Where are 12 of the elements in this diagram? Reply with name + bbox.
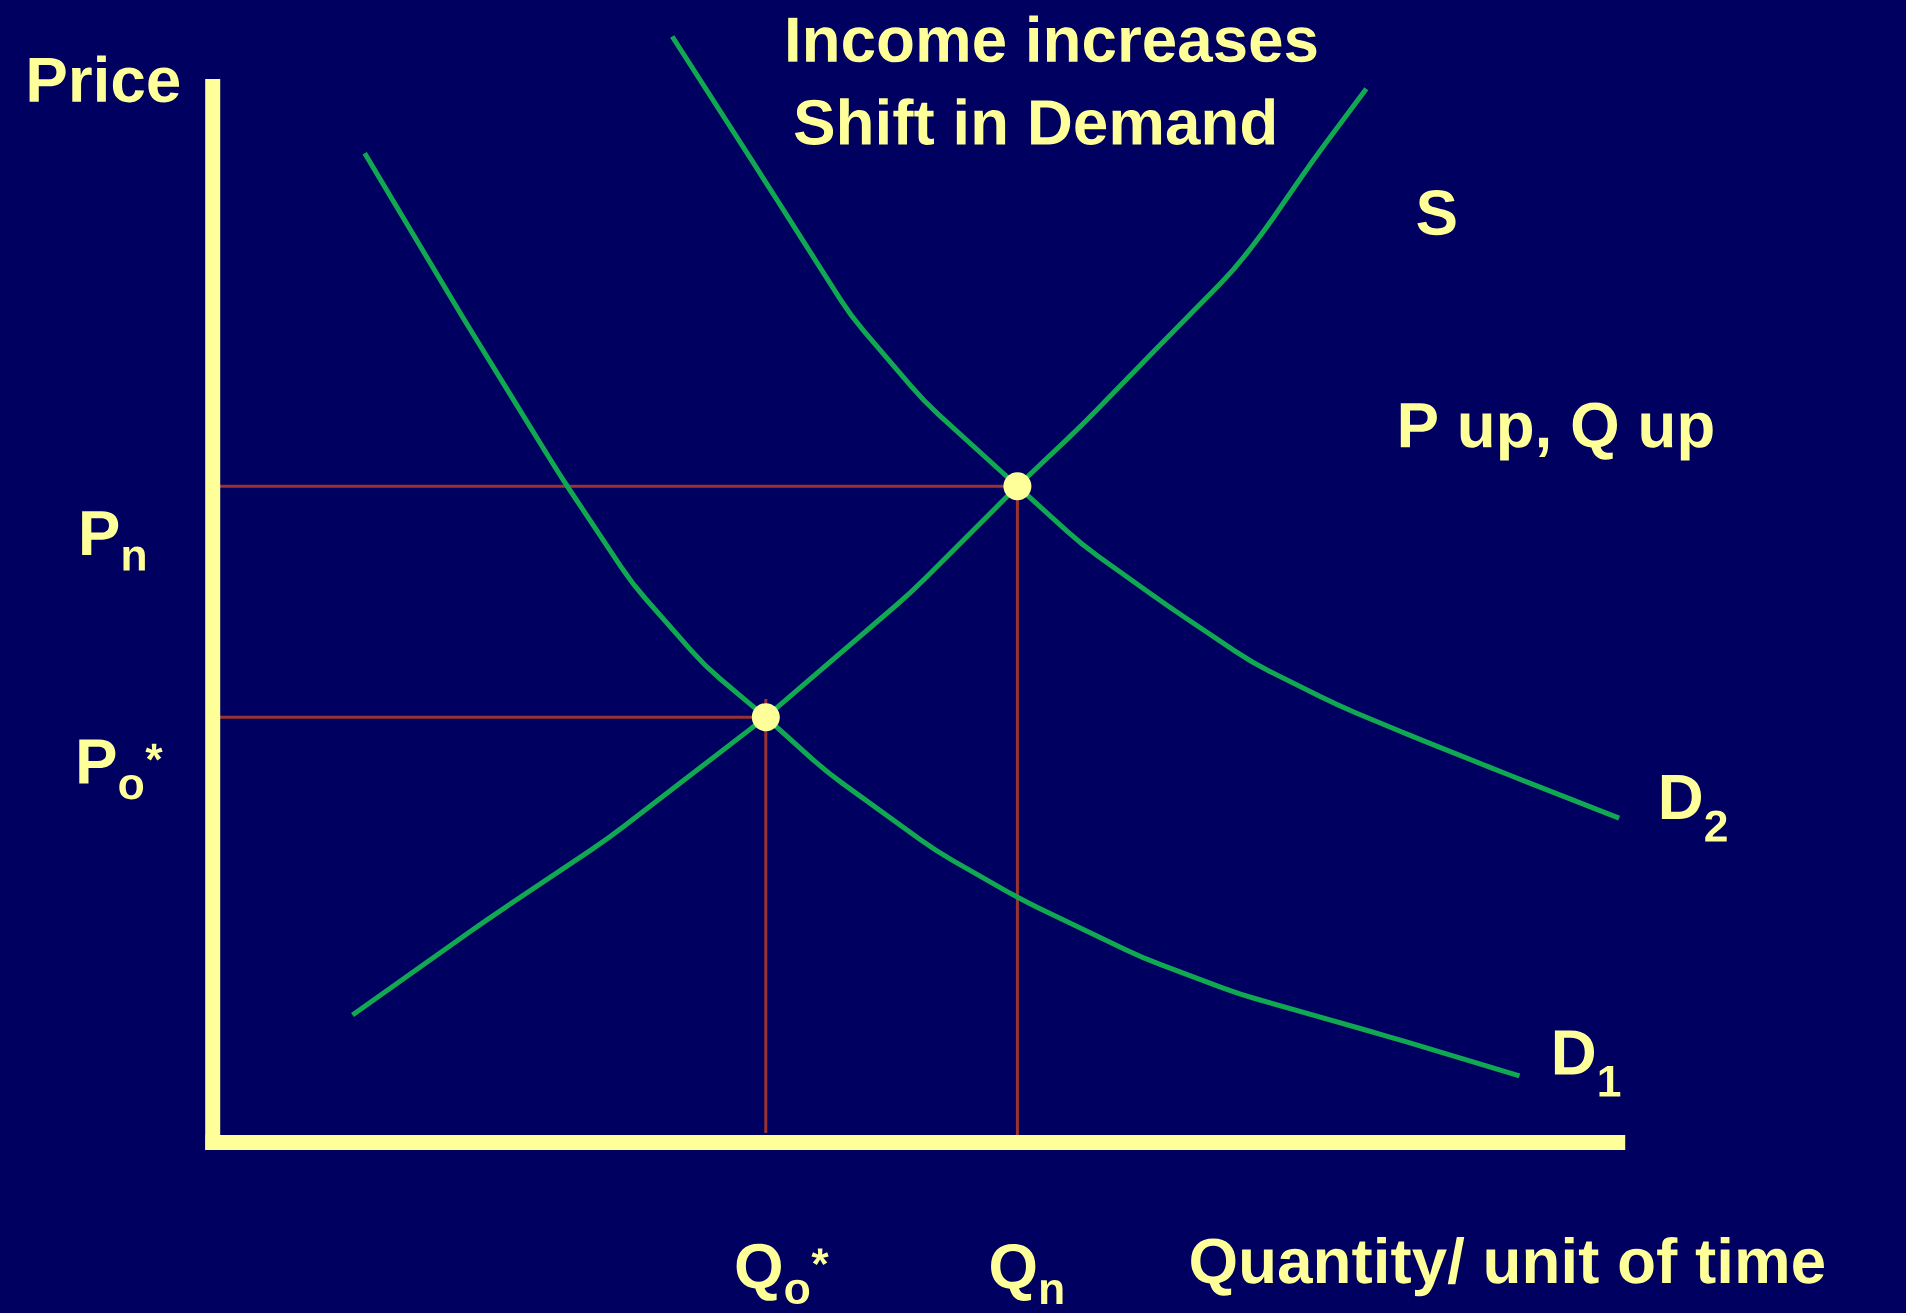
- price-label: P$_{o}$$^{*}$: [79, 739, 163, 800]
- axis-label: Quantity/ unit of time: [1191, 1236, 1824, 1297]
- heading: Income increases: [788, 15, 1317, 63]
- curve-label: D$_{2}$: [1661, 775, 1727, 842]
- quantity-label: Q$_{o}$$^{*}$: [736, 1243, 829, 1305]
- quantity-label: Q$_{n}$: [991, 1243, 1063, 1304]
- curve-label: S: [1417, 190, 1456, 236]
- annotation: P up, Q up: [1400, 402, 1713, 461]
- axis-label: Price: [29, 55, 180, 103]
- price-label: P$_{n}$: [82, 511, 145, 571]
- heading: Shift in Demand: [794, 98, 1275, 145]
- curve-label: D$_{1}$: [1554, 1030, 1621, 1097]
